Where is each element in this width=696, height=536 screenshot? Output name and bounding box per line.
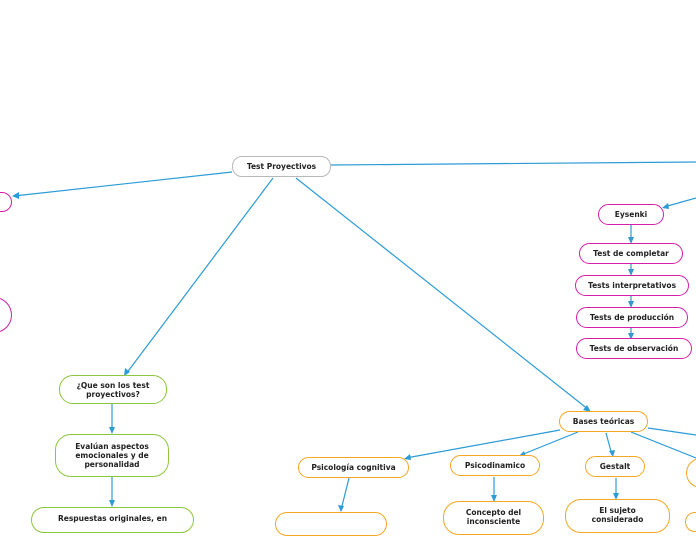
node-gestalt[interactable]: Gestalt — [585, 456, 645, 477]
arrowhead-psicologia-child — [338, 505, 344, 512]
node-test-proyectivos[interactable]: Test Proyectivos — [232, 156, 331, 177]
node-test-completar[interactable]: Test de completar — [579, 243, 683, 264]
node-bases-teoricas[interactable]: Bases teóricas — [559, 411, 648, 432]
edge-psicologia-to-child — [340, 477, 350, 511]
edge-root-to-bases-teoricas — [295, 177, 590, 411]
arrowhead-produccion — [628, 301, 634, 308]
arrowhead-evaluan — [109, 427, 115, 434]
arrowhead-bases-teoricas — [583, 405, 591, 412]
edge-bases-to-psicologia — [405, 429, 561, 459]
edge-root-to-left-branch — [13, 171, 233, 197]
edge-root-to-que-son — [125, 177, 274, 375]
node-psicologia-child-partial[interactable] — [275, 512, 387, 536]
arrowhead-completar — [628, 237, 634, 244]
arrowhead-observacion — [628, 333, 634, 340]
node-tests-observacion[interactable]: Tests de observación — [576, 338, 692, 359]
arrowhead-respuestas — [109, 500, 115, 507]
arrowhead-eysenki — [662, 203, 669, 209]
edge-bases-to-psicodinamico — [520, 431, 579, 456]
node-sujeto-considerado[interactable]: El sujeto considerado — [565, 499, 670, 533]
arrowhead-gestalt — [609, 450, 615, 457]
node-psicologia-cognitiva[interactable]: Psicología cognitiva — [298, 457, 409, 478]
arrowhead-interpretativos — [628, 269, 634, 276]
node-bottom-right-lower-partial[interactable] — [685, 512, 696, 532]
arrowhead-psicologia — [404, 454, 411, 460]
node-evaluan[interactable]: Evalúan aspectos emocionales y de person… — [55, 434, 169, 477]
edge-right-to-eysenki — [663, 197, 696, 208]
arrowhead-que-son — [124, 368, 130, 376]
mind-map-connections — [12, 161, 696, 512]
arrowhead-left-branch — [12, 192, 19, 199]
arrowhead-concepto — [491, 495, 497, 502]
node-eysenki[interactable]: Eysenki — [598, 204, 664, 225]
edge-bases-to-right-node — [630, 431, 696, 459]
node-respuestas[interactable]: Respuestas originales, en — [31, 507, 194, 533]
edge-root-to-right-branch — [330, 161, 696, 166]
node-tests-interpretativos[interactable]: Tests interpretativos — [575, 275, 689, 296]
node-concepto-inconsciente[interactable]: Concepto del inconsciente — [443, 501, 544, 535]
arrowheads — [12, 192, 669, 512]
node-que-son[interactable]: ¿Que son los test proyectivos? — [59, 375, 167, 404]
edge-bases-to-far-right — [647, 427, 696, 436]
node-psicodinamico[interactable]: Psicodinamico — [450, 455, 540, 476]
node-tests-produccion[interactable]: Tests de producción — [576, 307, 688, 328]
arrowhead-sujeto — [613, 493, 619, 500]
